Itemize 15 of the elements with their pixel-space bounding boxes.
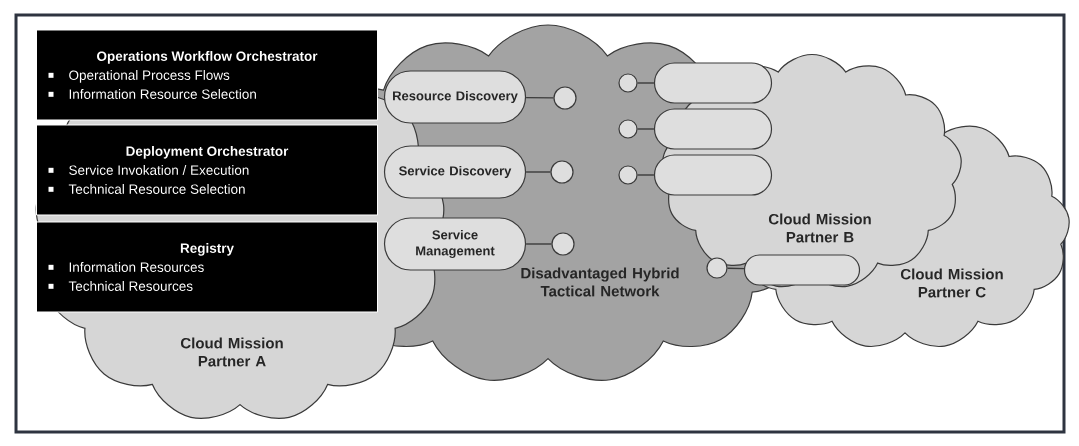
connector-line bbox=[525, 171, 552, 173]
connector-line bbox=[525, 243, 553, 245]
connector-dot bbox=[618, 165, 638, 185]
connector-line bbox=[726, 267, 745, 270]
connector-dot bbox=[618, 73, 638, 93]
empty-pill bbox=[653, 62, 773, 104]
empty-pill bbox=[743, 254, 861, 286]
connector-dot bbox=[551, 232, 575, 256]
connector-dot bbox=[618, 119, 638, 139]
connector-dot bbox=[553, 86, 577, 110]
connector-line bbox=[636, 174, 655, 176]
connector-line bbox=[636, 82, 655, 84]
connector-line bbox=[525, 96, 555, 99]
connector-dot bbox=[550, 160, 574, 184]
connector-line bbox=[636, 128, 655, 130]
